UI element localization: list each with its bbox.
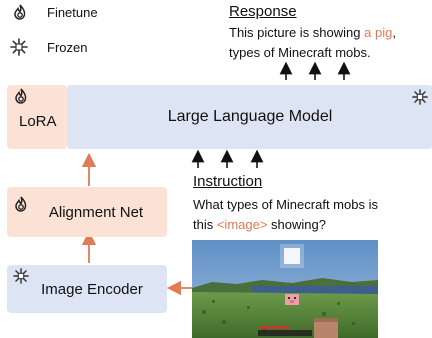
instruction-line2-suffix: showing? xyxy=(267,217,326,232)
flame-icon xyxy=(15,88,27,104)
instruction-line2: this <image> showing? xyxy=(193,215,326,234)
llm-label: Large Language Model xyxy=(167,108,333,125)
snowflake-icon xyxy=(10,38,28,56)
llm-box: Large Language Model xyxy=(67,85,432,149)
minecraft-screenshot-image xyxy=(192,240,378,338)
response-highlight: a pig xyxy=(364,25,393,40)
instruction-heading: Instruction xyxy=(193,173,263,190)
snowflake-icon xyxy=(13,268,29,284)
alignment-net-label: Alignment Net xyxy=(48,203,144,221)
flame-icon xyxy=(15,196,27,212)
instruction-line2-prefix: this xyxy=(193,217,217,232)
image-encoder-box: Image Encoder xyxy=(7,265,167,313)
instruction-line1: What types of Minecraft mobs is xyxy=(193,197,378,212)
flame-icon xyxy=(14,4,26,20)
image-encoder-label: Image Encoder xyxy=(41,280,143,298)
snowflake-icon xyxy=(412,89,428,105)
response-heading: Response xyxy=(229,3,297,20)
response-line1-suffix: , xyxy=(392,25,396,40)
response-line2: types of Minecraft mobs. xyxy=(229,45,371,60)
legend-finetune-label: Finetune xyxy=(47,5,98,20)
lora-label: LoRA xyxy=(19,113,57,130)
image-token: <image> xyxy=(216,217,268,232)
alignment-net-box: Alignment Net xyxy=(7,187,167,237)
response-line1-prefix: This picture is showing xyxy=(229,25,365,40)
legend-frozen-label: Frozen xyxy=(47,40,88,55)
response-line1: This picture is showing a pig, xyxy=(229,23,396,42)
